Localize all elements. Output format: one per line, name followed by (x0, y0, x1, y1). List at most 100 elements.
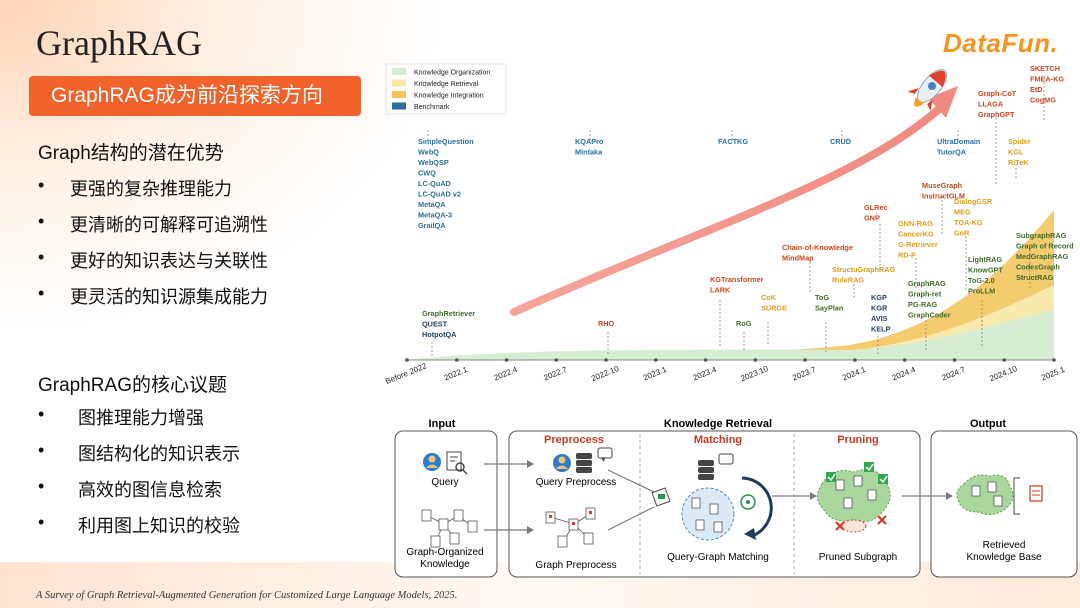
timeline-method-label: KGL (1008, 148, 1024, 157)
timeline-method-label: UltraDomain (937, 137, 980, 146)
timeline-method-label: SimpleQuestion (418, 137, 474, 146)
timeline-method-label: MedGraphRAG (1016, 252, 1069, 261)
timeline-method-label: GraphGPT (978, 110, 1015, 119)
database-icon (698, 460, 714, 480)
timeline-method-label: GoR (954, 229, 970, 238)
timeline-method-label: GraphRAG (908, 279, 946, 288)
timeline-method-label: KGTransformer (710, 275, 764, 284)
timeline-method-label: G-Retriever (898, 240, 938, 249)
timeline-method-label: SKETCH (1030, 64, 1060, 73)
timeline-method-label: WebQ (418, 148, 439, 157)
bullet-dot: • (38, 211, 45, 231)
document-stack-icon (1029, 485, 1043, 502)
retrieval-pipeline-diagram: Input Knowledge Retrieval Output Preproc… (394, 418, 1078, 578)
substage-preprocess: Preprocess (544, 434, 604, 446)
timeline-method-label: ProLLM (968, 287, 995, 296)
substage-matching: Matching (694, 434, 742, 446)
bullet-text: 更好的知识表达与关联性 (70, 251, 268, 271)
stage-output-title: Output (970, 418, 1006, 430)
x-tick-label: 2023.1 (642, 365, 669, 383)
stage-input-title: Input (429, 418, 456, 430)
timeline-method-label: FMEA-KG (1030, 75, 1064, 84)
timeline-method-label: KQAPro (575, 137, 604, 146)
timeline-method-label: KELP (871, 325, 891, 334)
x-tick-label: 2024.7 (940, 365, 967, 383)
timeline-method-label: SayPlan (815, 304, 843, 313)
legend-swatch (392, 79, 406, 87)
x-tick-label: 2022.4 (493, 365, 520, 383)
timeline-method-label: CancerKG (898, 230, 934, 239)
graph-knowledge-caption-2: Knowledge (420, 559, 470, 570)
timeline-method-label: StructRAG (1016, 273, 1054, 282)
section-banner: GraphRAG成为前沿探索方向 (29, 76, 361, 116)
timeline-method-label: RHO (598, 319, 615, 328)
timeline-method-label: StructuGraphRAG (832, 265, 896, 274)
timeline-method-label: InstructGLM (922, 192, 965, 201)
bullet-dot: • (38, 440, 45, 460)
user-icon (423, 453, 441, 471)
timeline-method-label: LLAGA (978, 100, 1004, 109)
check-icon (864, 462, 874, 472)
timeline-method-label: KGP (871, 293, 887, 302)
user-icon (553, 454, 571, 472)
timeline-method-label: ToG-2.0 (968, 276, 995, 285)
timeline-method-label: GrailQA (418, 221, 446, 230)
query-preprocess-caption: Query Preprocess (536, 477, 617, 488)
cross-icon (835, 515, 887, 531)
bullet-text: 更强的复杂推理能力 (70, 179, 232, 199)
timeline-method-label: SubgraphRAG (1016, 231, 1067, 240)
timeline-method-label: Mintaka (575, 148, 603, 157)
timeline-method-label: LC-QuAD v2 (418, 190, 461, 199)
x-tick-label: 2023.4 (692, 365, 719, 383)
legend-label: Knowledge Retrieval (414, 81, 479, 88)
check-icon (878, 474, 888, 484)
substage-pruning: Pruning (837, 434, 879, 446)
x-tick-label: 2022.10 (590, 364, 621, 383)
timeline-method-label: AVIS (871, 314, 888, 323)
timeline-method-label: TOA-KG (954, 218, 983, 227)
match-document-icon (651, 487, 671, 507)
timeline-method-label: TutorQA (937, 148, 967, 157)
x-tick-label: 2025.1 (1040, 365, 1067, 383)
timeline-method-label: FACTKG (718, 137, 748, 146)
timeline-method-label: GraphCoder (908, 311, 951, 320)
timeline-method-label: RiTeK (1008, 158, 1029, 167)
timeline-method-label: CRUD (830, 137, 851, 146)
bullet-text: 更清晰的可解释可追溯性 (70, 215, 268, 235)
timeline-method-label: GNP (864, 214, 880, 223)
timeline-method-label: CogMG (1030, 96, 1056, 105)
timeline-method-label: CodexGraph (1016, 263, 1060, 272)
bullet-text: 图推理能力增强 (78, 408, 204, 428)
timeline-method-label: MEG (954, 208, 971, 217)
growth-trend-arrow (510, 104, 944, 316)
timeline-method-label: MuseGraph (922, 181, 962, 190)
timeline-method-label: RoG (736, 319, 752, 328)
datafun-logo: DataFun. (943, 28, 1059, 58)
retrieved-caption-1: Retrieved (983, 540, 1026, 551)
timeline-method-label: HotpotQA (422, 330, 457, 339)
x-tick-label: 2024.10 (988, 364, 1019, 383)
timeline-method-label: KnowGPT (968, 266, 1003, 275)
timeline-method-label: Graph-CoT (978, 89, 1017, 98)
rocket-icon (907, 69, 948, 111)
query-caption: Query (431, 477, 458, 488)
slide-title: GraphRAG (36, 23, 202, 63)
stage-retrieval-title: Knowledge Retrieval (664, 418, 772, 430)
legend-swatch (392, 91, 406, 98)
timeline-method-label: DialogGSR (954, 197, 993, 206)
bullet-dot: • (38, 512, 45, 532)
timeline-method-label: GNN-RAG (898, 219, 933, 228)
x-tick-label: 2024.1 (841, 365, 868, 383)
timeline-method-label: LightRAG (968, 255, 1002, 264)
timeline-method-label: LC-QuAD (418, 179, 451, 188)
x-tick-label: Before 2022 (384, 361, 428, 386)
legend-swatch (392, 102, 406, 110)
timeline-method-label: SURGE (761, 304, 787, 313)
x-tick-label: 2022.7 (542, 365, 569, 383)
legend-label: Knowledge Organization (414, 70, 490, 77)
matching-caption: Query-Graph Matching (667, 552, 769, 563)
timeline-method-label: QUEST (422, 320, 448, 329)
timeline-method-label: LARK (710, 286, 731, 295)
graph-preprocess-caption: Graph Preprocess (535, 560, 616, 571)
